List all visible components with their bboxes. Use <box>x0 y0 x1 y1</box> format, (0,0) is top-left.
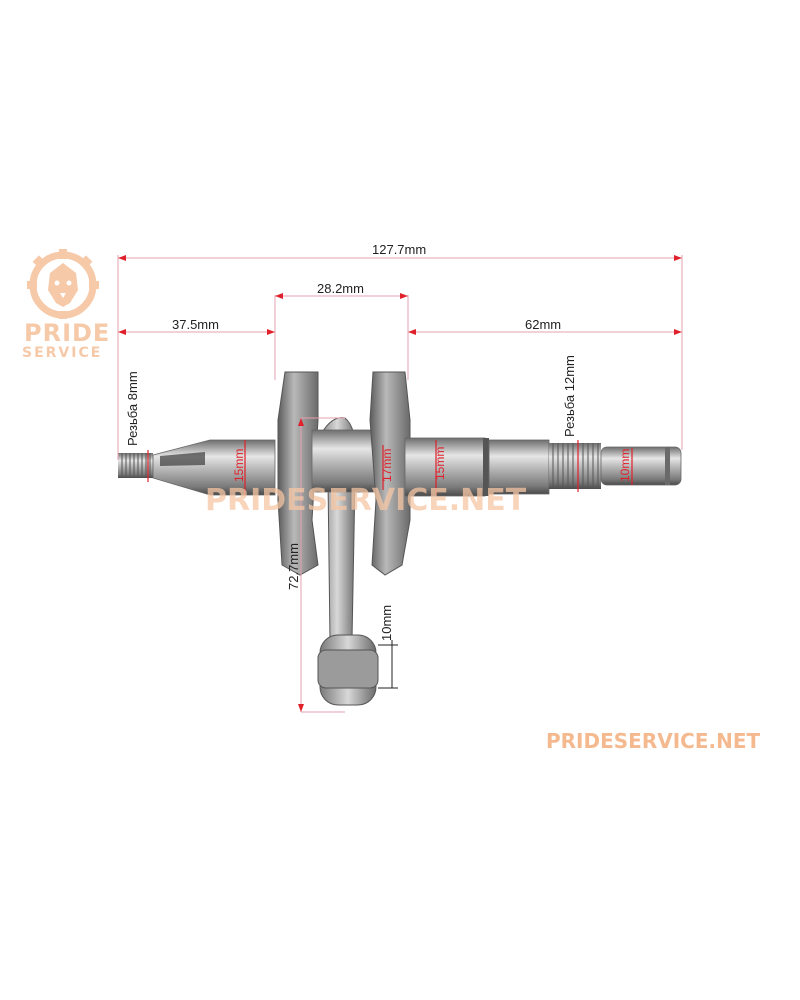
right-end-label: 10mm <box>618 448 632 482</box>
small-end-label: 10mm <box>379 604 394 641</box>
overall-length-label: 127.7mm <box>372 242 427 257</box>
crank-web-span-label: 28.2mm <box>317 281 364 296</box>
right-section-label: 62mm <box>525 317 562 332</box>
journal-right-web-label: 17mm <box>380 448 394 482</box>
lion-gear-icon <box>27 249 99 319</box>
journal-left-label: 15mm <box>232 448 246 482</box>
right-thread-label: Резьба 12mm <box>562 355 577 437</box>
logo-title: PRIDE <box>24 319 111 347</box>
left-section-label: 37.5mm <box>172 317 219 332</box>
left-thread-label: Резьба 8mm <box>125 371 140 446</box>
journal-right-label: 15mm <box>433 446 447 480</box>
watermark-bottom: PRIDESERVICE.NET <box>546 729 761 753</box>
right-thread <box>549 443 601 489</box>
left-thread <box>118 453 153 478</box>
rod-length-label: 72.7mm <box>286 543 301 590</box>
watermark-center: PRIDESERVICE.NET <box>205 483 527 518</box>
logo-subtitle: SERVICE <box>22 345 103 361</box>
brand-logo: PRIDE SERVICE <box>18 245 111 365</box>
